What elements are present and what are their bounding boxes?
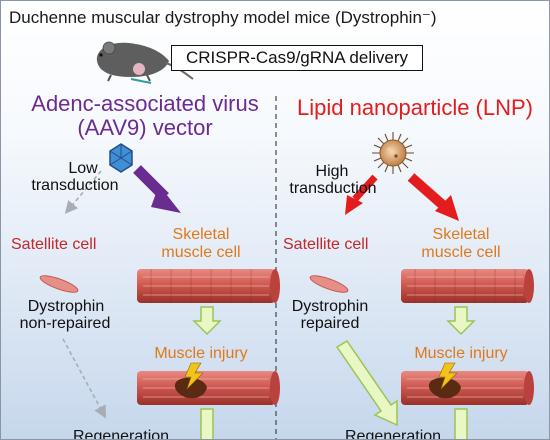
skeletal-label-right-line2: muscle cell xyxy=(421,244,501,261)
high-transduction-line2: transduction xyxy=(289,180,377,197)
down-arrow-left-1 xyxy=(192,306,222,336)
delivery-box: CRISPR-Cas9/gRNA delivery xyxy=(171,45,423,71)
regeneration-label-right: Regeneration xyxy=(345,428,442,440)
lnp-vector-title: Lipid nanoparticle (LNP) xyxy=(296,95,534,120)
regeneration-label-left: Regeneration xyxy=(73,428,170,440)
figure-title: Duchenne muscular dystrophy model mice (… xyxy=(9,8,437,27)
lightning-icon xyxy=(184,362,204,390)
injured-muscle-fiber-left xyxy=(137,362,280,405)
satellite-cell-left xyxy=(39,275,79,293)
satellite-cell-label-left: Satellite cell xyxy=(11,236,97,253)
dystrophin-left-line2: non-repaired xyxy=(19,315,111,332)
lnp-particle-icon xyxy=(372,132,414,174)
dystrophin-right-line1: Dystrophin xyxy=(291,298,369,315)
aav-vector-title-line1: Adenc-associated virus xyxy=(31,91,259,116)
aav-to-satellite-arrow xyxy=(64,170,102,214)
aav-virus-icon xyxy=(109,143,133,173)
skeletal-label-left-line2: muscle cell xyxy=(161,244,241,261)
repaired-to-regeneration-arrow xyxy=(335,339,398,427)
injured-muscle-fiber-right xyxy=(401,362,534,405)
low-transduction-line2: transduction xyxy=(31,177,119,194)
down-arrow-right-1 xyxy=(446,306,476,336)
nonrepaired-to-regeneration-arrow xyxy=(62,338,107,419)
dystrophin-right-line2: repaired xyxy=(300,315,360,332)
skeletal-label-left-line1: Skeletal xyxy=(172,226,230,243)
satellite-cell-label-right: Satellite cell xyxy=(283,236,369,253)
lnp-to-satellite-arrow xyxy=(345,174,378,215)
satellite-cell-right xyxy=(309,275,349,293)
muscle-injury-label-right: Muscle injury xyxy=(414,345,508,362)
down-arrow-left-2 xyxy=(200,408,214,439)
skeletal-label-right-line1: Skeletal xyxy=(432,226,490,243)
lnp-to-muscle-arrow xyxy=(407,173,459,221)
mouse-icon xyxy=(96,41,194,84)
muscle-fiber-right-top xyxy=(401,269,534,303)
down-arrow-right-2 xyxy=(454,408,468,439)
aav-to-muscle-arrow xyxy=(133,165,181,213)
low-transduction-line1: Low xyxy=(68,160,98,177)
aav-vector-title-line2: (AAV9) vector xyxy=(77,115,213,140)
dystrophin-left-line1: Dystrophin xyxy=(27,298,105,315)
muscle-fiber-left-top xyxy=(137,269,280,303)
high-transduction-line1: High xyxy=(315,163,349,180)
muscle-injury-label-left: Muscle injury xyxy=(154,345,248,362)
